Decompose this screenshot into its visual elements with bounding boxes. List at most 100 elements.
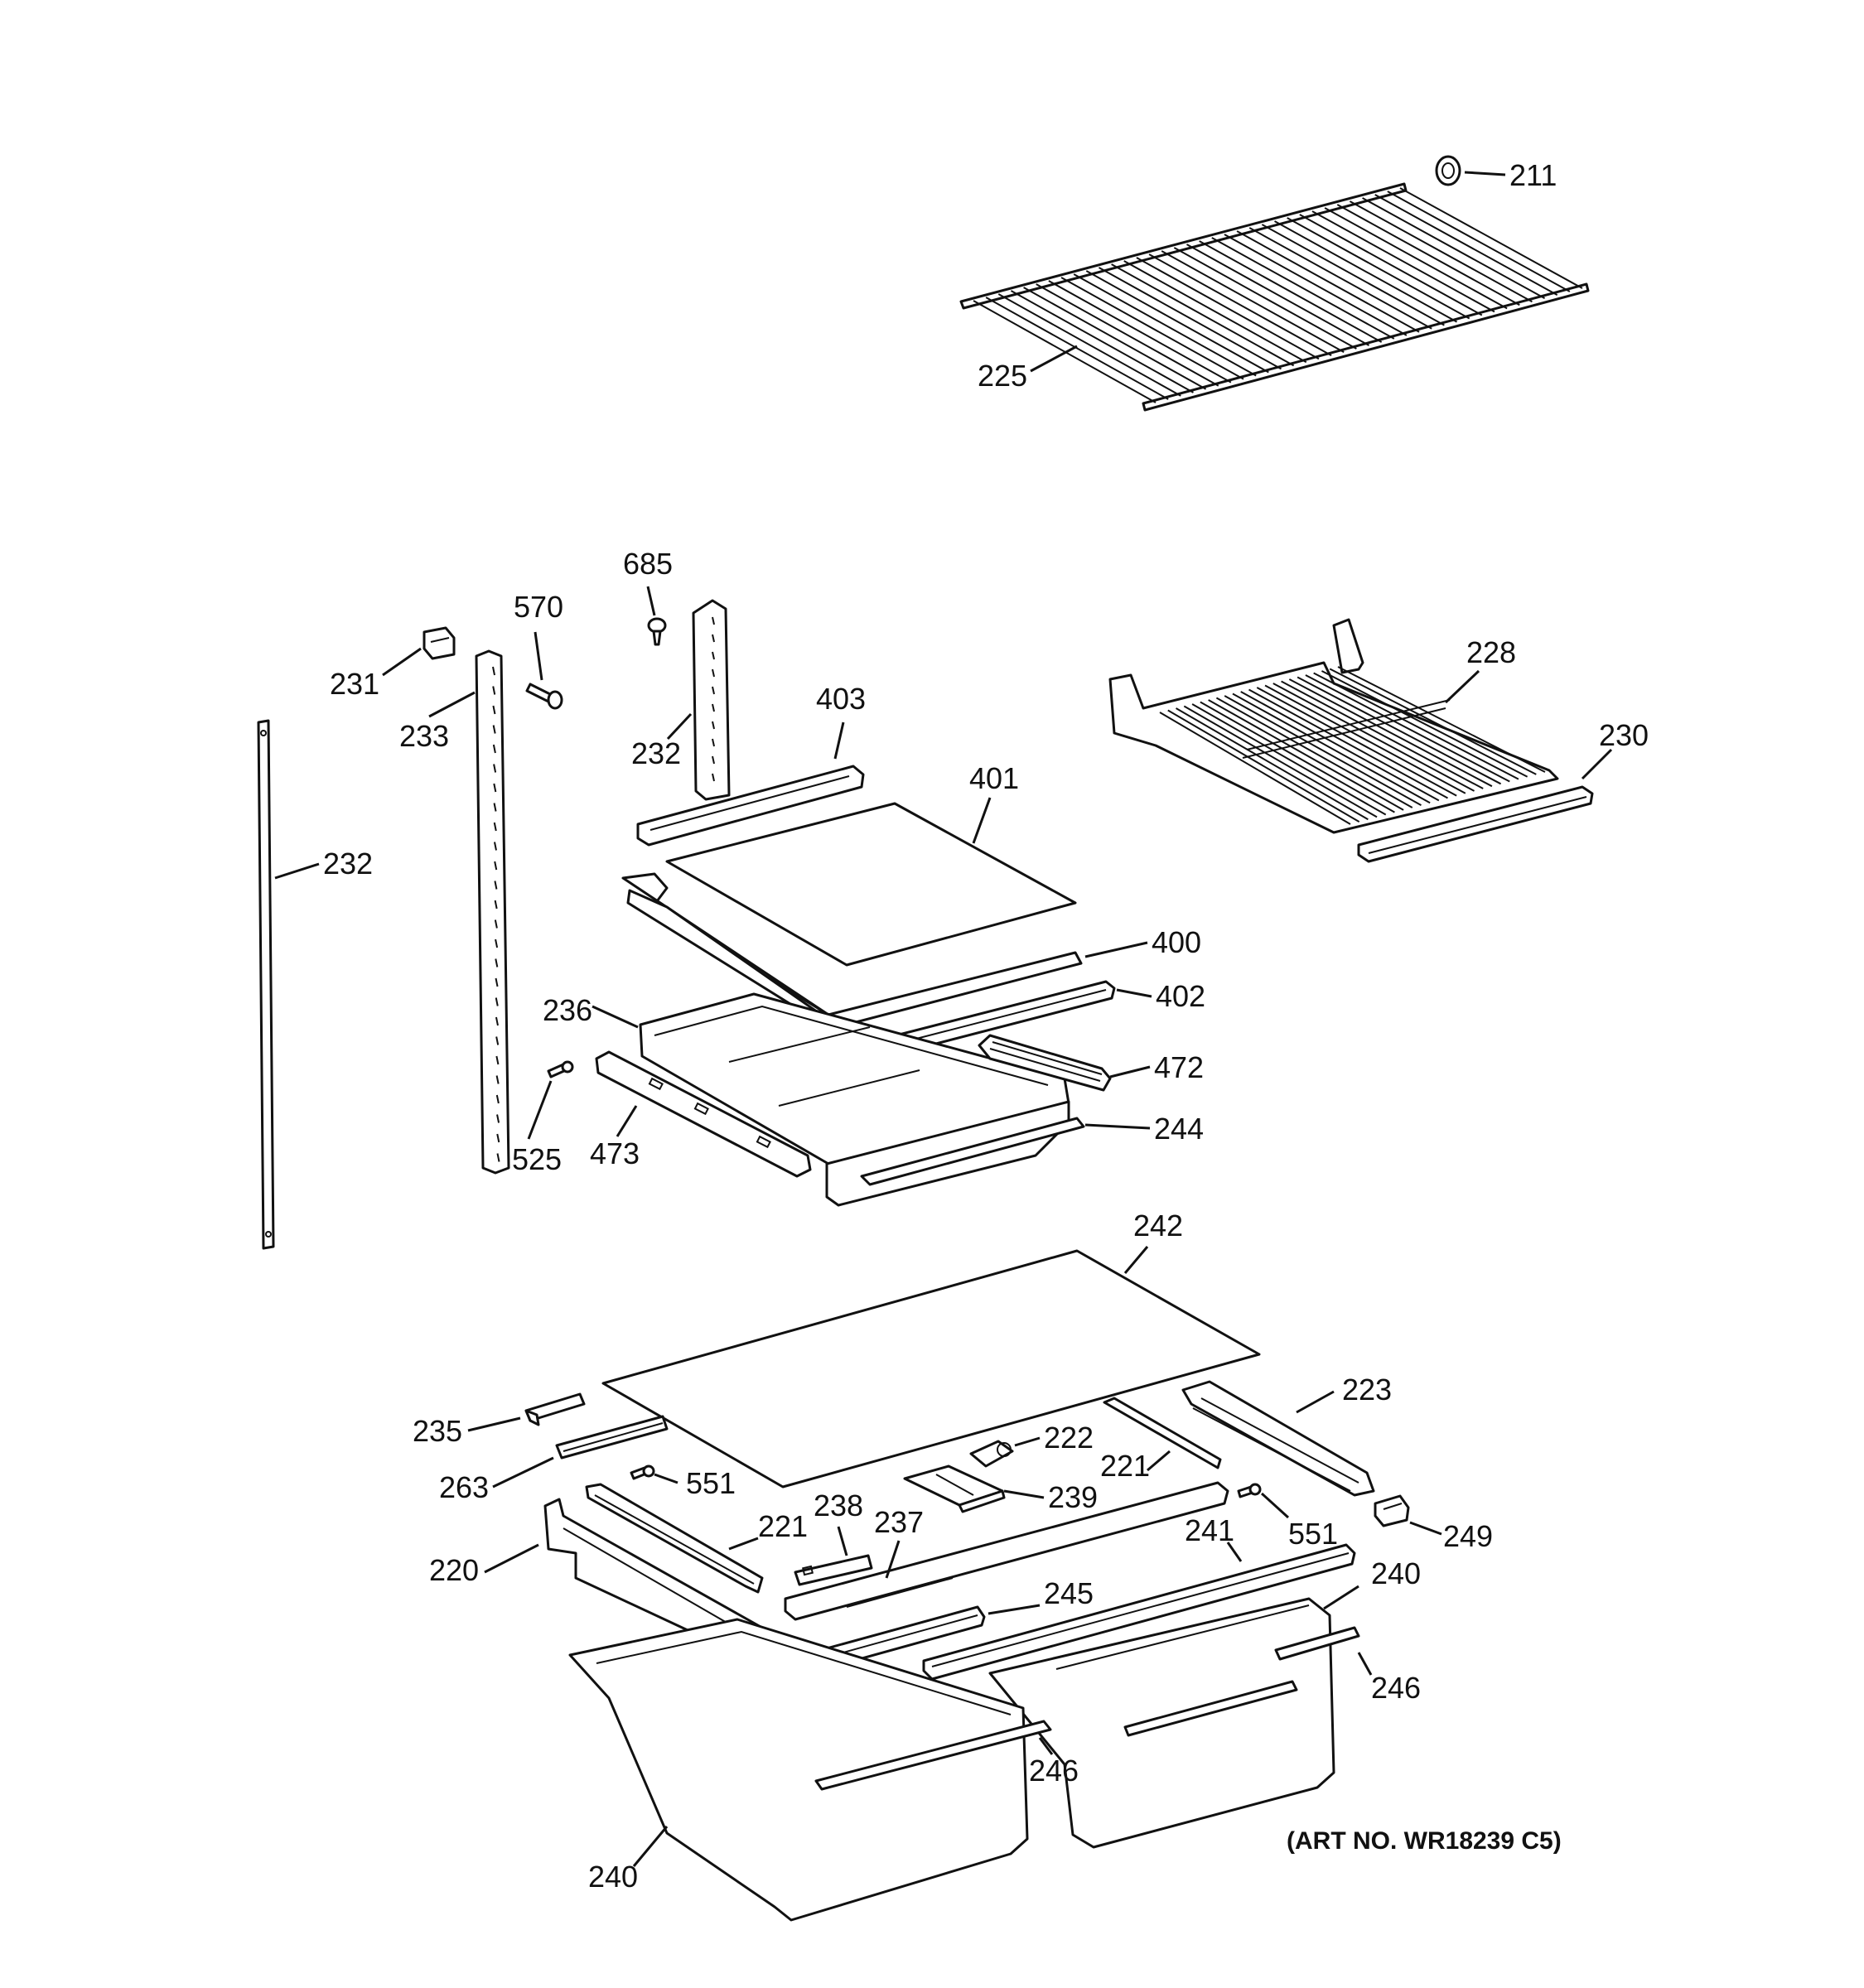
- label-244: 244: [1154, 1112, 1204, 1146]
- part-228-wire-shelf: [1108, 618, 1559, 834]
- part-238-label-plate: [794, 1554, 873, 1586]
- rail-slot: [712, 616, 715, 625]
- shelf-wire: [997, 293, 1181, 397]
- label-223: 223: [1342, 1373, 1392, 1407]
- part-473-slide: [595, 1050, 812, 1178]
- shelf-wire: [1248, 688, 1448, 799]
- shelf-wire: [1324, 207, 1508, 310]
- label-232-center: 232: [631, 736, 681, 770]
- shelf-wire: [1321, 670, 1528, 778]
- part-232-shelf-rail-left: [257, 719, 275, 1250]
- label-402: 402: [1156, 979, 1205, 1013]
- rail-slot: [496, 1133, 500, 1143]
- rail-slot: [495, 1075, 500, 1084]
- label-240-right: 240: [1371, 1556, 1421, 1590]
- label-403: 403: [816, 682, 866, 716]
- shelf-wire: [1036, 283, 1219, 387]
- shelf-wire: [1248, 227, 1432, 330]
- rail-slot: [493, 764, 497, 773]
- part-263-bracket: [555, 1415, 669, 1460]
- shelf-wire: [1374, 194, 1558, 296]
- shelf-wire: [1208, 699, 1404, 811]
- label-238: 238: [814, 1489, 863, 1522]
- shelf-wire: [1173, 247, 1357, 350]
- shelf-wire: [1288, 678, 1493, 788]
- part-241-divider: [922, 1543, 1356, 1681]
- rail-slot: [494, 900, 498, 910]
- shelf-wire: [1336, 204, 1520, 306]
- part-244-drawer: [825, 1100, 1085, 1207]
- label-221-right: 221: [1100, 1449, 1150, 1483]
- shelf-wire: [1183, 705, 1378, 818]
- art-number: (ART NO. WR18239 C5): [1287, 1827, 1562, 1855]
- shelf-wire: [1199, 240, 1383, 343]
- shelf-cross-bar: [1246, 699, 1451, 750]
- label-230: 230: [1599, 718, 1649, 752]
- shelf-wire: [985, 297, 1169, 400]
- rail-slot: [494, 861, 498, 871]
- part-211-cap: [1435, 155, 1461, 186]
- label-242: 242: [1133, 1209, 1183, 1242]
- shelf-wire: [1010, 290, 1194, 393]
- label-220: 220: [429, 1553, 479, 1587]
- part-232-shelf-rail-center: [692, 599, 731, 801]
- shelf-wire: [1399, 187, 1583, 289]
- rail-slot: [496, 1153, 500, 1162]
- label-685: 685: [623, 547, 673, 581]
- label-236: 236: [543, 993, 592, 1027]
- part-551-screw-right: [1237, 1483, 1262, 1498]
- label-551-right: 551: [1288, 1517, 1338, 1551]
- part-230-shelf-trim: [1357, 785, 1594, 863]
- part-223-support: [1181, 1380, 1375, 1497]
- rail-slot: [712, 651, 715, 660]
- label-249: 249: [1443, 1519, 1493, 1553]
- rail-slot: [712, 755, 715, 765]
- shelf-wire: [1297, 676, 1502, 785]
- label-400: 400: [1152, 925, 1201, 959]
- shelf-wire: [1272, 683, 1475, 792]
- rail-slot: [712, 686, 715, 695]
- part-225-wire-shelf: [959, 182, 1590, 412]
- shelf-wire: [1362, 197, 1546, 300]
- rail-slot: [712, 703, 715, 712]
- shelf-wire: [1148, 253, 1332, 357]
- part-570-screw: [525, 683, 563, 710]
- shelf-wire: [1299, 214, 1483, 316]
- label-231: 231: [330, 667, 379, 701]
- part-525-screw: [547, 1060, 574, 1078]
- label-228: 228: [1466, 635, 1516, 669]
- rail-slot: [493, 783, 497, 793]
- part-242-glass-cover: [601, 1249, 1261, 1489]
- rail-slot: [495, 1055, 500, 1065]
- part-235-bracket: [524, 1392, 586, 1426]
- label-551-left: 551: [686, 1466, 736, 1500]
- rail-slot: [492, 744, 496, 754]
- label-472: 472: [1154, 1050, 1204, 1084]
- label-239: 239: [1048, 1480, 1098, 1514]
- shelf-wire: [1264, 684, 1466, 794]
- rail-slot: [492, 686, 496, 695]
- rail-slot: [492, 725, 496, 734]
- label-225: 225: [978, 359, 1027, 393]
- shelf-wire: [1176, 707, 1369, 821]
- shelf-wire: [1305, 674, 1510, 783]
- label-263: 263: [439, 1470, 489, 1504]
- rail-slot: [494, 881, 498, 890]
- part-222-roller: [969, 1440, 1014, 1468]
- rail-slot: [712, 634, 715, 643]
- shelf-wire: [1224, 234, 1408, 336]
- part-233-shelf-ladder: [475, 649, 510, 1175]
- shelf-wire: [1211, 237, 1395, 340]
- label-232-left: 232: [323, 847, 373, 881]
- label-241: 241: [1185, 1513, 1234, 1547]
- shelf-wire: [1215, 697, 1413, 808]
- shelf-wire: [1236, 230, 1420, 333]
- part-551-screw-left: [630, 1464, 655, 1480]
- label-570: 570: [514, 590, 563, 624]
- part-237-cover: [784, 1481, 1229, 1621]
- rail-slot: [712, 721, 715, 730]
- label-235: 235: [413, 1414, 462, 1448]
- part-240-crisper-drawer-left: [568, 1618, 1052, 1922]
- shelf-wire: [1200, 701, 1395, 813]
- rail-slot: [493, 803, 497, 812]
